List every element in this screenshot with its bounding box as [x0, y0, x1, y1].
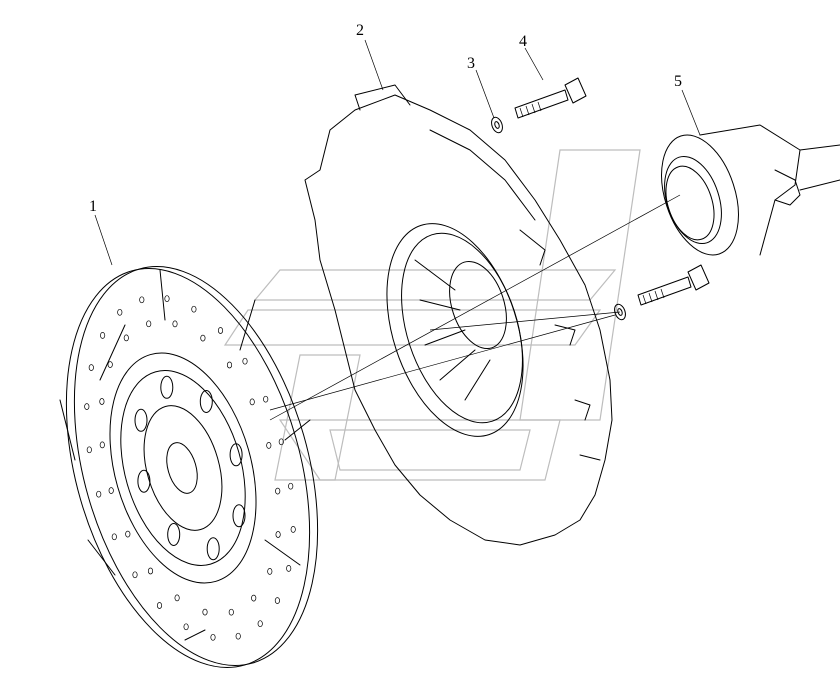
rivet-hole: [278, 438, 284, 446]
rivet-hole: [156, 602, 163, 609]
callout-5: 5: [674, 73, 682, 90]
rivet-hole: [174, 594, 180, 602]
release-bearing: [661, 124, 840, 256]
damper-spring: [167, 523, 181, 546]
rivet-hole: [86, 446, 92, 454]
clutch-disc: [59, 266, 319, 668]
damper-spring: [134, 408, 148, 432]
rivet-hole: [217, 327, 224, 334]
rivet-hole: [108, 487, 114, 494]
rivet-hole: [164, 295, 170, 303]
damper-spring: [199, 390, 213, 413]
damper-spring: [229, 443, 243, 467]
rivet-hole: [111, 533, 117, 541]
rivet-hole: [210, 633, 216, 641]
rivet-hole: [288, 482, 294, 490]
rivet-hole: [84, 403, 90, 410]
damper-spring: [232, 504, 246, 528]
rivet-hole: [125, 530, 131, 538]
rivet-hole: [251, 594, 257, 602]
rivet-hole: [266, 442, 272, 449]
rivet-hole: [107, 361, 113, 368]
rivet-hole: [242, 357, 248, 365]
rivet-hole: [146, 320, 152, 328]
rivet-hole: [147, 567, 154, 575]
rivet-hole: [132, 571, 138, 579]
rivet-hole: [117, 308, 123, 316]
callout-4: 4: [519, 33, 527, 50]
rivet-hole: [88, 364, 94, 371]
rivet-hole: [249, 398, 255, 406]
rivet-hole: [235, 632, 241, 640]
watermark-logo: [223, 149, 641, 481]
rivet-hole: [286, 565, 292, 572]
rivet-hole: [172, 320, 178, 328]
rivet-hole: [228, 608, 234, 616]
damper-spring: [137, 469, 151, 493]
rivet-hole: [275, 487, 281, 495]
rivet-hole: [99, 398, 105, 405]
leader-lines: [94, 39, 701, 266]
washer: [491, 116, 626, 321]
callout-1: 1: [89, 198, 97, 215]
rivet-hole: [100, 332, 106, 339]
rivet-hole: [257, 620, 263, 628]
callout-3: 3: [467, 55, 475, 72]
assembly-axis-lines: [269, 194, 681, 421]
rivet-hole: [290, 526, 296, 533]
damper-spring: [206, 537, 220, 561]
rivet-hole: [263, 395, 269, 403]
damper-spring: [160, 375, 174, 399]
rivet-hole: [191, 305, 197, 313]
rivet-hole: [200, 334, 206, 342]
rivet-hole: [226, 361, 233, 369]
rivet-hole: [123, 334, 129, 342]
rivet-hole: [274, 597, 280, 604]
rivet-hole: [99, 441, 105, 449]
callout-2: 2: [356, 22, 364, 39]
rivet-hole: [275, 531, 281, 538]
pressure-plate-cover: [304, 84, 613, 546]
bolt: [514, 77, 710, 306]
rivet-hole: [183, 623, 189, 631]
rivet-hole: [96, 490, 102, 498]
rivet-hole: [139, 296, 145, 304]
rivet-hole: [267, 568, 273, 575]
rivet-hole: [202, 608, 208, 616]
